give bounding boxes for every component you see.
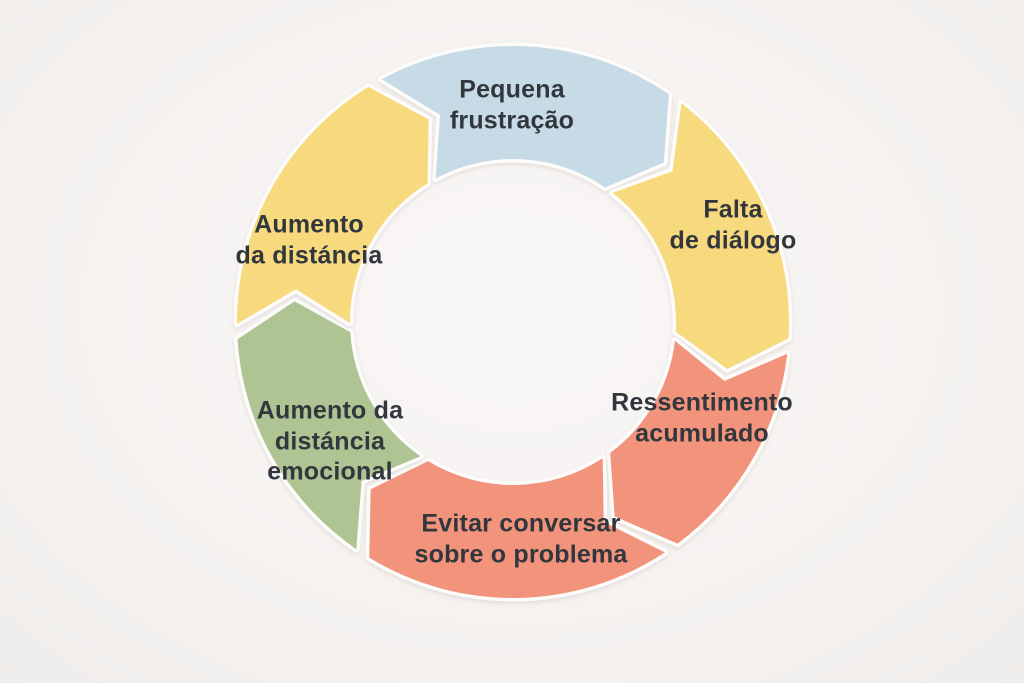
segment-label-aumento-da-distancia: Aumento da distáncia <box>235 210 383 270</box>
segment-label-evitar-conversar-sobre-o-problema: Evitar conversar sobre o problema <box>414 509 628 569</box>
segment-arrow-ressentimento-acumulado <box>606 337 791 548</box>
segment-label-ressentimento-acumulado: Ressentimento acumulado <box>611 388 793 448</box>
segment-label-aumento-da-distancia-emocional: Aumento da distáncia emocional <box>256 396 404 486</box>
segment-arrow-evitar-conversar-sobre-o-problema <box>365 454 669 602</box>
segment-label-falta-de-dialogo: Falta de diálogo <box>669 195 797 255</box>
segment-arrow-aumento-da-distancia <box>233 83 433 328</box>
segment-arrow-pequena-frustracao <box>378 42 673 191</box>
segment-label-pequena-frustracao: Pequena frustração <box>449 75 575 135</box>
segment-arrow-aumento-da-distancia-emocional <box>234 297 424 553</box>
segment-arrow-falta-de-dialogo <box>609 99 793 373</box>
